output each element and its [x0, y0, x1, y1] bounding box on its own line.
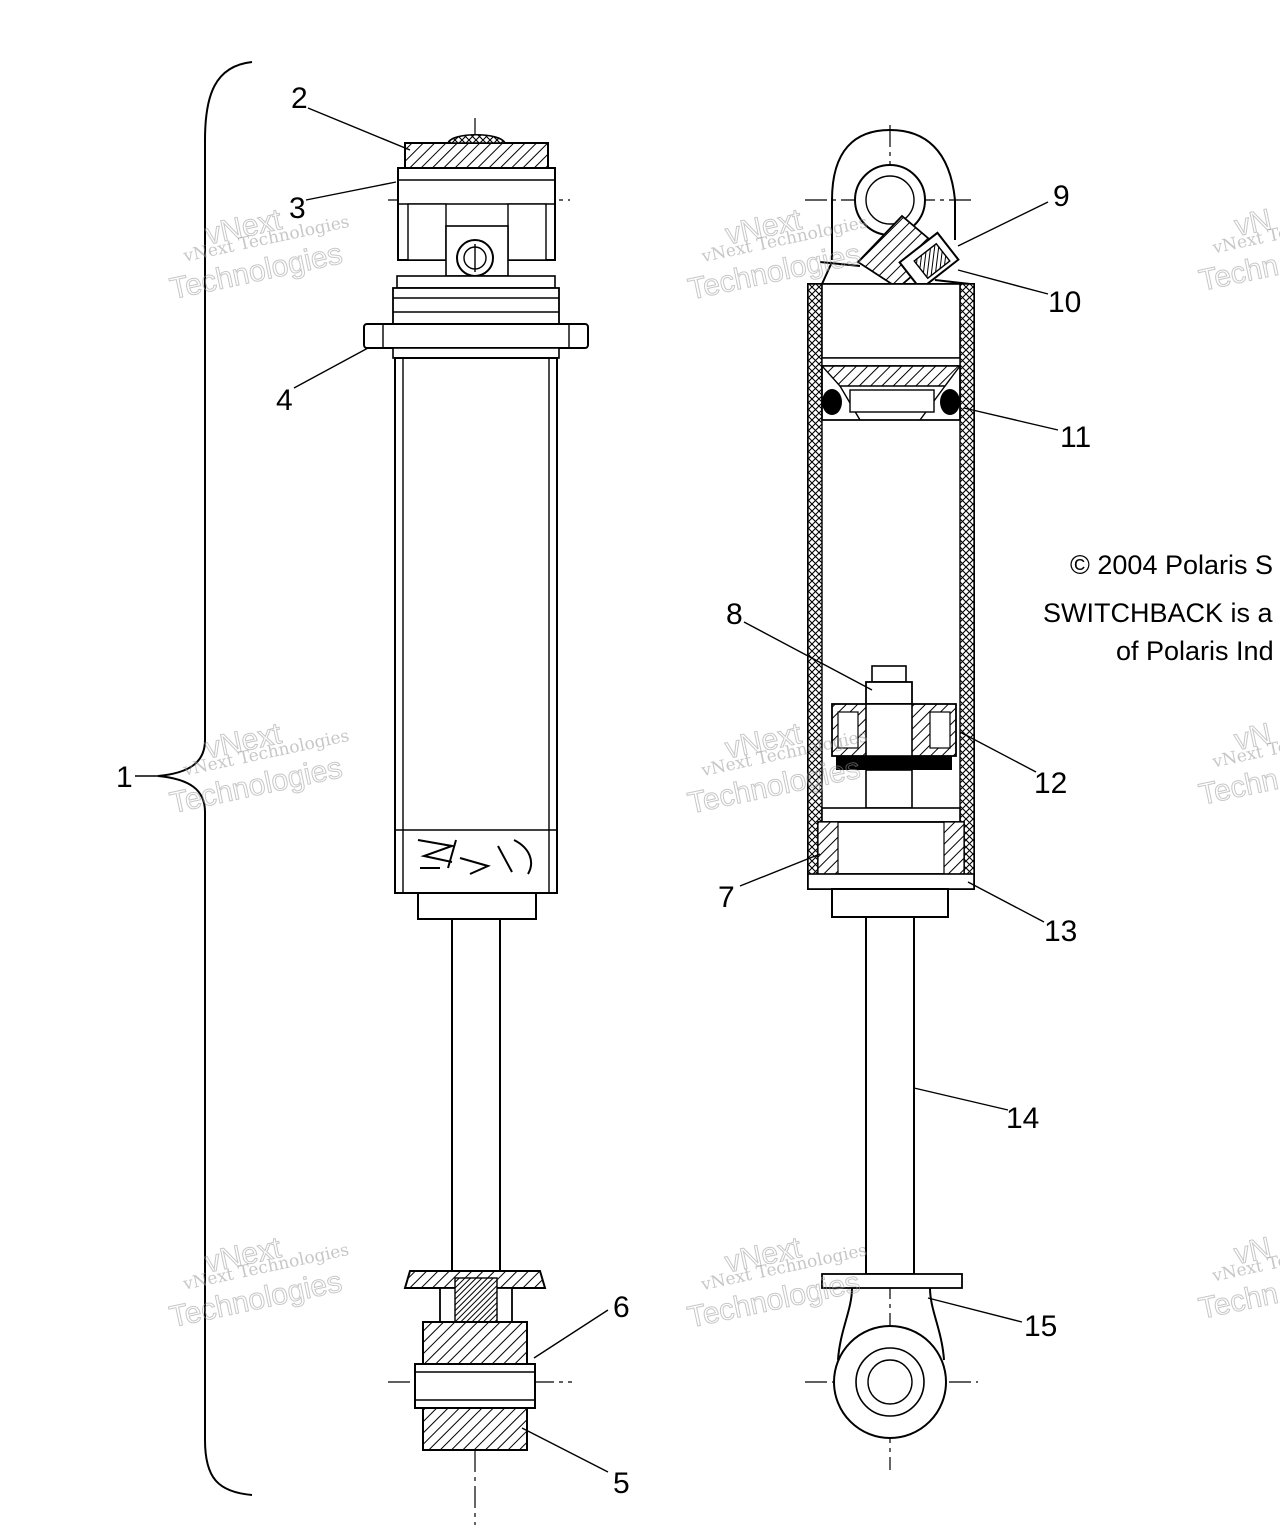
svg-text:vN: vN	[1231, 1231, 1274, 1271]
copyright-line-3: of Polaris Ind	[1116, 636, 1274, 666]
callout-7: 7	[718, 881, 735, 914]
callout-13: 13	[1044, 915, 1077, 948]
eyelet-bushing	[414, 1363, 536, 1409]
svg-text:Techn: Techn	[1196, 249, 1280, 298]
cutaway-shaft	[865, 916, 915, 1275]
watermark-9: vN vNext Te Techn	[1195, 1231, 1280, 1326]
shock-body	[394, 357, 558, 894]
callout-11: 11	[1060, 421, 1091, 454]
shaft	[451, 918, 501, 1272]
bottom-eye-icon	[833, 1325, 947, 1439]
callout-2: 2	[291, 82, 308, 115]
svg-text:Techn: Techn	[1196, 763, 1280, 812]
callout-12: 12	[1034, 767, 1067, 800]
watermarks: vNext vNext Technologies Technologies vN…	[166, 203, 1280, 1335]
left-shock-assembly	[157, 61, 589, 1525]
watermark-3: vN vNext Te Techn	[1196, 203, 1280, 298]
copyright-notice: © 2004 Polaris S SWITCHBACK is a of Pola…	[1043, 550, 1274, 666]
watermark-1: vNext vNext Technologies Technologies	[167, 203, 352, 307]
callout-1: 1	[116, 761, 133, 794]
spring-seat-ring	[363, 323, 589, 349]
watermark-4: vNext vNext Technologies Technologies	[166, 717, 351, 821]
callout-5: 5	[613, 1467, 630, 1500]
callout-3: 3	[289, 192, 306, 225]
callout-8: 8	[726, 598, 743, 631]
callout-4: 4	[276, 384, 293, 417]
callout-labels: 2 3 4 1 6 5 9 10 11 8 12 7 13 14 15	[116, 82, 1091, 1500]
copyright-line-2: SWITCHBACK is a	[1043, 598, 1274, 628]
watermark-6: vN vNext Te Techn	[1196, 717, 1280, 812]
right-shock-cutaway	[805, 125, 978, 1470]
main-piston	[831, 665, 957, 809]
callout-6: 6	[613, 1291, 630, 1324]
brand-logo	[417, 839, 533, 875]
svg-text:vN: vN	[1232, 203, 1275, 243]
svg-text:Techn: Techn	[1196, 1277, 1280, 1326]
seal-head	[817, 821, 965, 875]
callout-9: 9	[1053, 180, 1070, 213]
nitrogen-valve	[856, 214, 960, 291]
callout-14: 14	[1006, 1102, 1039, 1135]
watermark-7: vNext vNext Technologies Technologies	[166, 1231, 351, 1335]
svg-text:vN: vN	[1231, 717, 1274, 757]
eyelet-housing	[422, 1321, 528, 1365]
top-cap	[404, 142, 549, 169]
leader-lines	[135, 107, 1059, 1473]
callout-15: 15	[1024, 1310, 1057, 1343]
copyright-line-1: © 2004 Polaris S	[1070, 550, 1273, 580]
callout-10: 10	[1048, 286, 1081, 319]
